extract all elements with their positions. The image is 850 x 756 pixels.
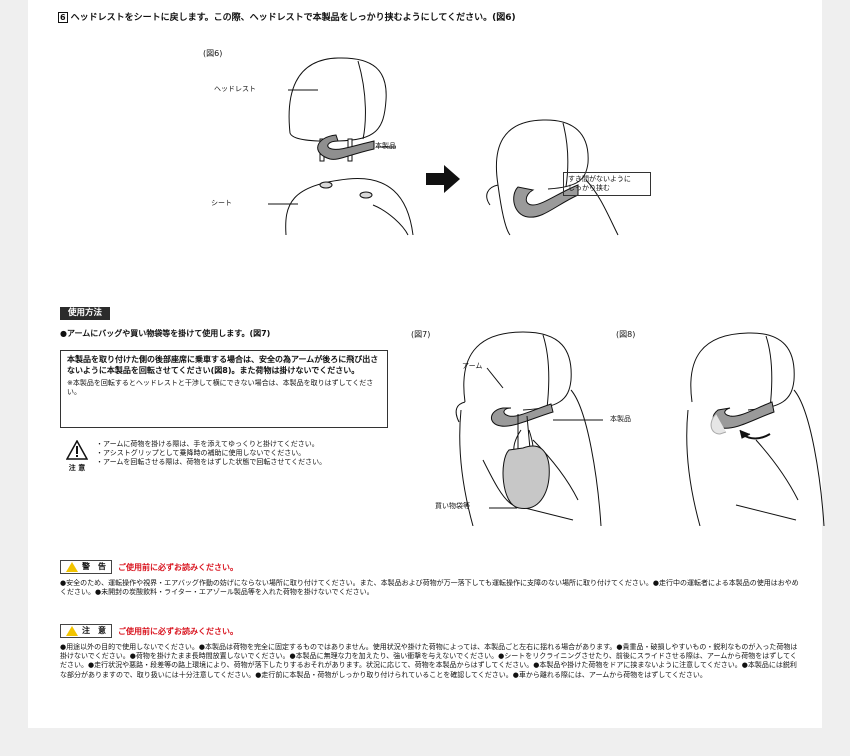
warning-badge: 警 告 xyxy=(60,560,112,574)
usage-section-heading: 使用方法 xyxy=(60,307,111,320)
caution-small-triangle-icon xyxy=(66,626,78,636)
fig8-caption: (図8) xyxy=(616,330,636,339)
fig7-arm-label: アーム xyxy=(462,362,483,370)
warning-header: 警 告 ご使用前に必ずお読みください。 xyxy=(60,560,238,574)
warning-label: 警 告 xyxy=(82,562,106,571)
caution-badge-label: 注 意 xyxy=(82,626,106,635)
step-6-text: ヘッドレストをシートに戻します。この際、ヘッドレストで本製品をしっかり挟むように… xyxy=(70,13,516,23)
caution-item: ・アームに荷物を掛ける際は、手を添えてゆっくりと掛けてください。 xyxy=(96,440,319,448)
fig6-product-label: 本製品 xyxy=(375,142,396,150)
fig6-note-box: すき間がないように しっかり挟む xyxy=(563,172,651,196)
warning-text: ●安全のため、運転操作や視界・エアバッグ作動の妨げにならない場所に取り付けてくだ… xyxy=(60,579,799,597)
fig6-illustration xyxy=(268,57,619,236)
caution-label: 注 意 xyxy=(68,464,86,472)
warning-triangle-icon xyxy=(66,562,78,572)
fig7-caption: (図7) xyxy=(411,330,431,339)
caution-header: 注 意 ご使用前に必ずお読みください。 xyxy=(60,624,238,638)
caution-item: ・アシストグリップとして乗降時の補助に使用しないでください。 xyxy=(96,449,306,457)
usage-notice-box: 本製品を取り付けた側の後部座席に乗車する場合は、安全の為アームが後ろに飛び出さな… xyxy=(60,350,388,428)
fig6-caption: (図6) xyxy=(203,49,223,58)
fig8-illustration xyxy=(686,332,825,526)
usage-lead: ●アームにバッグや買い物袋等を掛けて使用します。(図7) xyxy=(60,329,271,338)
step-number: 6 xyxy=(58,12,68,23)
fig7-product-label: 本製品 xyxy=(610,415,631,423)
fig7-illustration xyxy=(455,331,603,526)
fig6-seat-label: シート xyxy=(211,199,232,207)
caution-badge: 注 意 xyxy=(60,624,112,638)
usage-box-note: ※本製品を回転するとヘッドレストと干渉して横にできない場合は、本製品を取りはずし… xyxy=(67,379,374,396)
warning-heading: ご使用前に必ずお読みください。 xyxy=(118,562,238,572)
caution-item: ・アームを回転させる際は、荷物をはずした状態で回転させてください。 xyxy=(96,458,327,466)
caution-list: ・アームに荷物を掛ける際は、手を添えてゆっくりと掛けてください。 ・アシストグリ… xyxy=(96,440,396,467)
caution-icon-group: 注 意 xyxy=(62,439,92,473)
usage-box-main: 本製品を取り付けた側の後部座席に乗車する場合は、安全の為アームが後ろに飛び出さな… xyxy=(67,355,379,375)
caution-heading: ご使用前に必ずお読みください。 xyxy=(118,626,238,636)
caution-text: ●用途以外の目的で使用しないでください。●本製品は荷物を完全に固定するものではあ… xyxy=(60,643,798,679)
fig7-bag-label: 買い物袋等 xyxy=(435,502,470,510)
fig6-headrest-label: ヘッドレスト xyxy=(214,85,256,93)
caution-triangle-icon xyxy=(65,439,89,460)
